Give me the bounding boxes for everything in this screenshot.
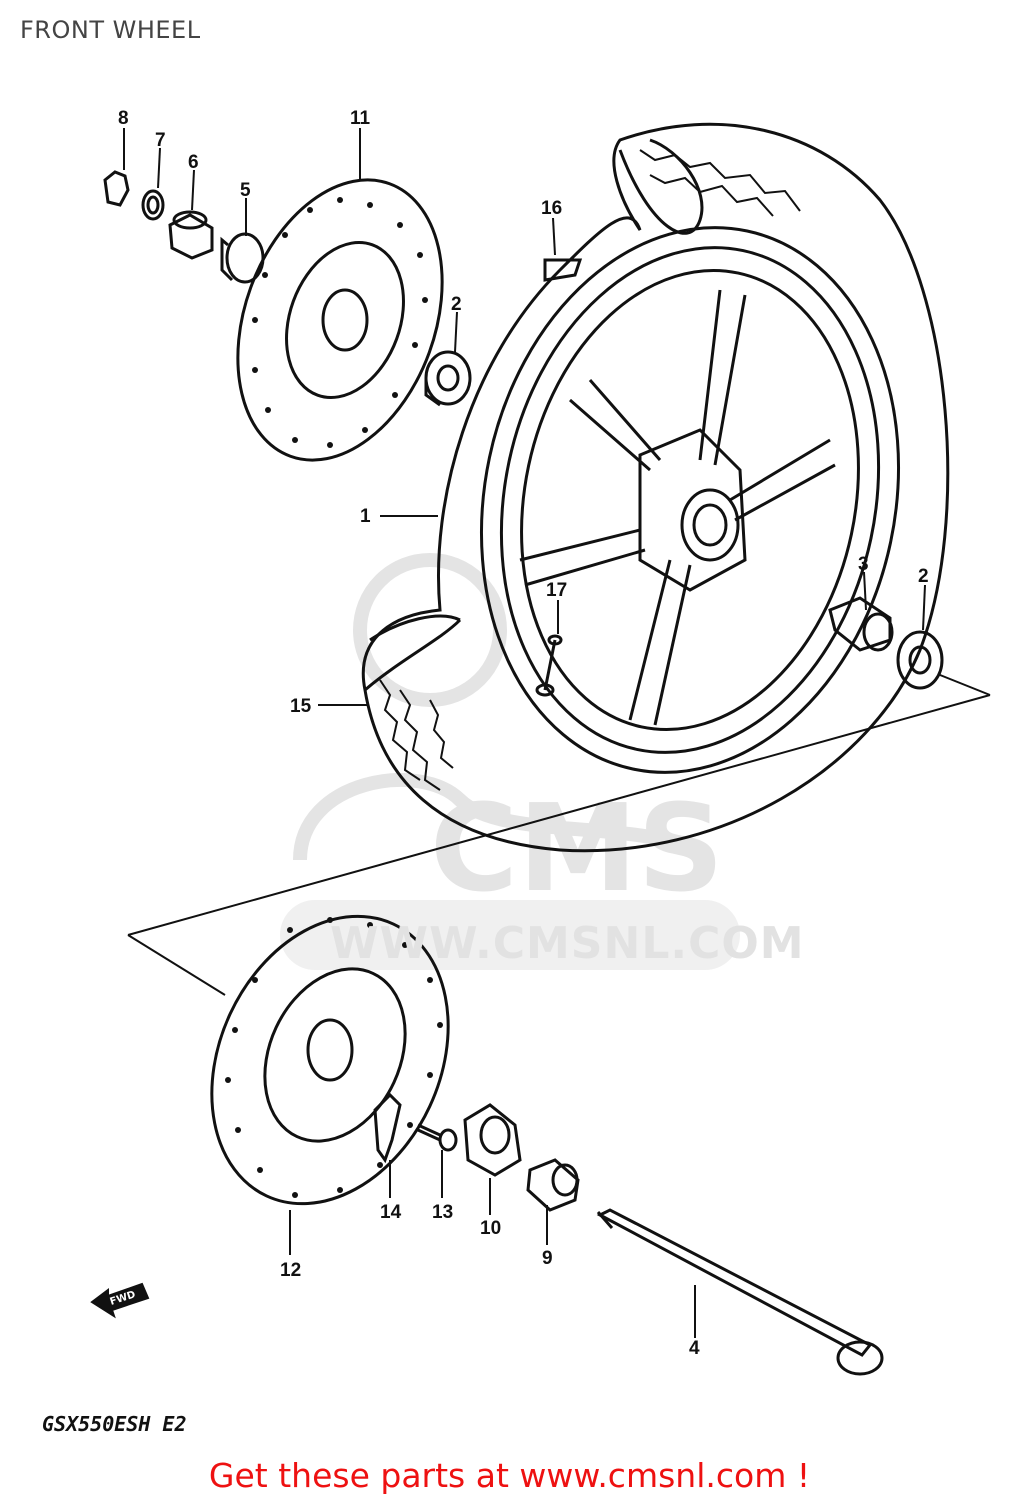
footer-link[interactable]: Get these parts at www.cmsnl.com ! [208,1456,811,1495]
callout-6: 6 [188,152,199,173]
callout-9: 9 [542,1248,553,1269]
callout-10: 10 [480,1218,501,1239]
callout-2a: 2 [451,294,462,315]
watermark-logo: CMS [280,553,740,970]
callout-13: 13 [432,1202,453,1223]
disc-11-holes [252,197,428,448]
valve-17 [535,634,563,697]
disc-12 [210,914,450,1206]
tire [361,122,950,853]
tire-tread [379,149,801,791]
assembly-line [127,674,991,996]
callout-11: 11 [350,108,371,129]
weight-16 [543,258,583,282]
bearing-2-right [896,630,944,690]
callout-3: 3 [858,554,869,575]
callout-1: 1 [360,506,371,527]
rim [479,226,901,774]
disc-12-holes [225,917,443,1198]
model-code: GSX550ESH E2 [42,1412,187,1436]
watermark-url: WWW.CMSNL.COM [330,918,805,969]
callout-labels: 8 7 6 5 11 2 16 1 17 3 2 15 12 14 13 10 … [118,108,929,1359]
bearing-2-top [424,350,472,407]
leader-lines [123,128,926,1338]
small-parts-bottom [373,1092,884,1376]
callout-2b: 2 [918,566,929,587]
callout-12: 12 [280,1260,301,1281]
fwd-arrow: FWD [90,1282,150,1319]
page-title: FRONT WHEEL [20,16,201,44]
callout-8: 8 [118,108,129,129]
callout-14: 14 [380,1202,402,1223]
callout-16: 16 [541,198,562,219]
disc-11 [236,178,444,462]
callout-7: 7 [155,130,166,151]
spacer-3 [828,596,894,652]
callout-4: 4 [689,1338,700,1359]
callout-17: 17 [546,580,567,601]
callout-15: 15 [290,696,312,717]
callout-5: 5 [240,180,251,201]
